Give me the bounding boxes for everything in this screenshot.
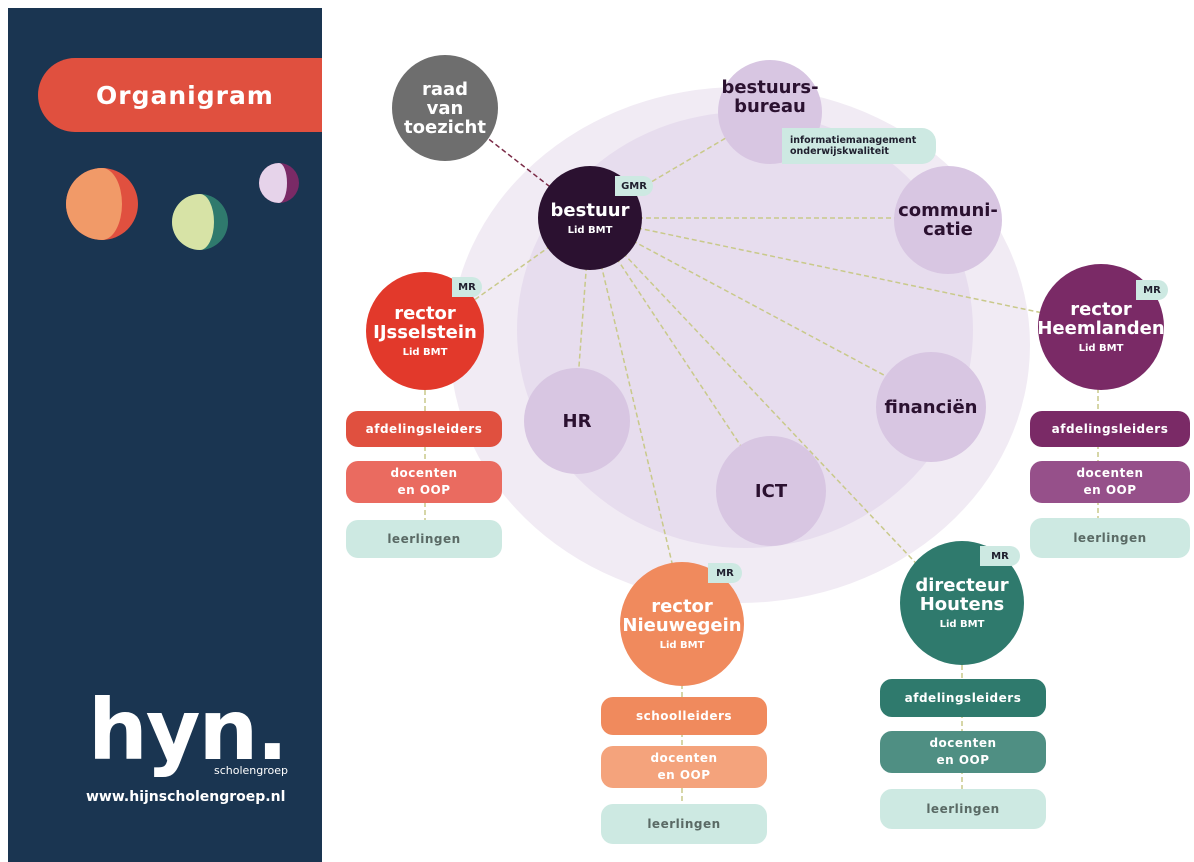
- pill-afdelingsleiders: afdelingsleiders: [346, 411, 502, 447]
- page-title: Organigram: [38, 58, 322, 132]
- tag-gmr: GMR: [615, 176, 653, 196]
- tag-mr: MR: [708, 563, 742, 583]
- pill-docenten: docenten en OOP: [346, 461, 502, 503]
- node-label: rector Nieuwegein: [622, 596, 742, 636]
- node-label: bestuurs- bureau: [721, 77, 819, 117]
- node-label: communi- catie: [898, 200, 998, 240]
- pill-leerlingen: leerlingen: [1030, 518, 1190, 558]
- tag-mr: MR: [452, 277, 482, 297]
- node-label: raad van toezicht: [404, 78, 486, 138]
- pill-leerlingen: leerlingen: [346, 520, 502, 558]
- brand-logo: hyn.: [88, 681, 288, 779]
- info-line: informatiemanagement: [790, 135, 917, 146]
- node-sub: Lid BMT: [1078, 343, 1124, 354]
- website-url[interactable]: www.hijnscholengroep.nl: [86, 789, 286, 805]
- node-label: ICT: [754, 480, 788, 502]
- pill-afdelingsleiders: afdelingsleiders: [880, 679, 1046, 717]
- node-rector-ijsselstein: rector IJsselstein Lid BMT: [366, 272, 484, 390]
- page-title-text: Organigram: [96, 80, 274, 110]
- node-label: directeur Houtens: [915, 575, 1009, 615]
- node-hr: HR: [524, 368, 630, 474]
- pill-leerlingen: leerlingen: [880, 789, 1046, 829]
- pill-schoolleiders: schoolleiders: [601, 697, 767, 735]
- node-label: financiën: [884, 396, 978, 418]
- tag-mr: MR: [980, 546, 1020, 566]
- node-sub: Lid BMT: [567, 224, 613, 236]
- node-raad-van-toezicht: raad van toezicht: [392, 55, 498, 161]
- decorative-circles: [66, 163, 299, 250]
- info-box: informatiemanagement onderwijskwaliteit: [782, 128, 936, 164]
- node-label: HR: [562, 410, 592, 432]
- tag-mr: MR: [1136, 280, 1168, 300]
- pill-docenten: docenten en OOP: [601, 746, 767, 788]
- node-sub: Lid BMT: [402, 347, 448, 358]
- pill-afdelingsleiders: afdelingsleiders: [1030, 411, 1190, 447]
- info-line: onderwijskwaliteit: [790, 146, 889, 157]
- node-sub: Lid BMT: [659, 640, 705, 651]
- pill-leerlingen: leerlingen: [601, 804, 767, 844]
- brand-logo-sub: scholengroep: [214, 764, 289, 777]
- node-ict: ICT: [716, 436, 826, 546]
- node-financien: financiën: [876, 352, 986, 462]
- pill-docenten: docenten en OOP: [880, 731, 1046, 773]
- node-label: rector IJsselstein: [373, 303, 477, 343]
- sidebar: [8, 8, 322, 862]
- pill-docenten: docenten en OOP: [1030, 461, 1190, 503]
- node-label: rector Heemlanden: [1037, 299, 1165, 339]
- node-label: bestuur: [550, 199, 630, 221]
- node-sub: Lid BMT: [939, 619, 985, 630]
- node-communicatie: communi- catie: [894, 166, 1002, 274]
